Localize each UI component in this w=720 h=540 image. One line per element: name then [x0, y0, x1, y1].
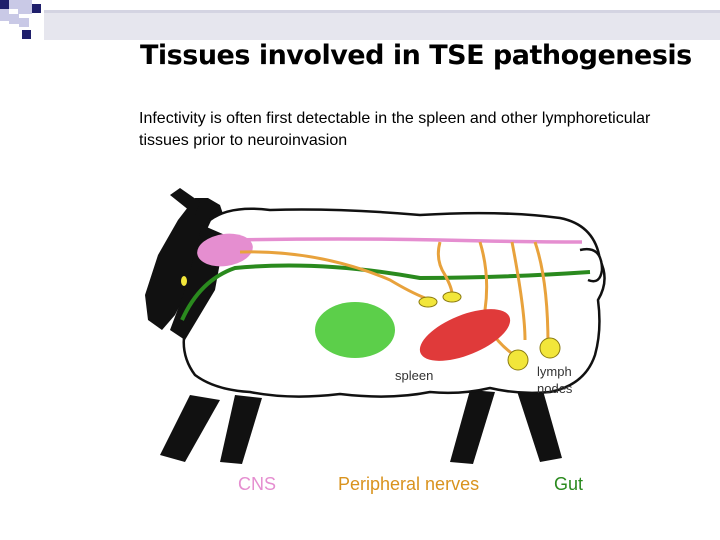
lymph-label-2: nodes [537, 381, 573, 396]
nerve-4 [533, 241, 550, 346]
lymph-node-1 [507, 349, 529, 371]
spleen-label: spleen [395, 368, 433, 383]
sheep-back-leg [450, 390, 495, 464]
sheep-tissue-diagram: spleen lymph nodes [145, 188, 606, 464]
corner-decoration [0, 0, 720, 40]
sheep-tail [579, 247, 604, 283]
small-node-1 [418, 296, 438, 308]
head-spot [181, 276, 187, 286]
page-title: Tissues involved in TSE pathogenesis [140, 40, 692, 71]
legend-gut: Gut [554, 474, 584, 494]
sheep-back-leg-2 [515, 380, 562, 462]
brain [197, 233, 253, 267]
red-organ [419, 309, 511, 361]
lymph-label-1: lymph [537, 364, 572, 379]
spinal-cord [234, 237, 583, 244]
small-node-2 [442, 291, 462, 303]
sheep-front-leg-2 [220, 395, 262, 464]
legend-peripheral-nerves: Peripheral nerves [338, 474, 480, 494]
page-subtitle: Infectivity is often first detectable in… [139, 110, 651, 149]
lymph-node-2 [539, 337, 561, 359]
legend-cns: CNS [238, 474, 277, 494]
nerve-1 [239, 250, 426, 300]
sheep-body [182, 207, 606, 398]
nerve-2 [436, 241, 454, 295]
nerve-5 [510, 241, 527, 341]
spleen [315, 302, 395, 358]
sheep-front-leg [160, 395, 220, 462]
sheep-ear [170, 188, 200, 215]
